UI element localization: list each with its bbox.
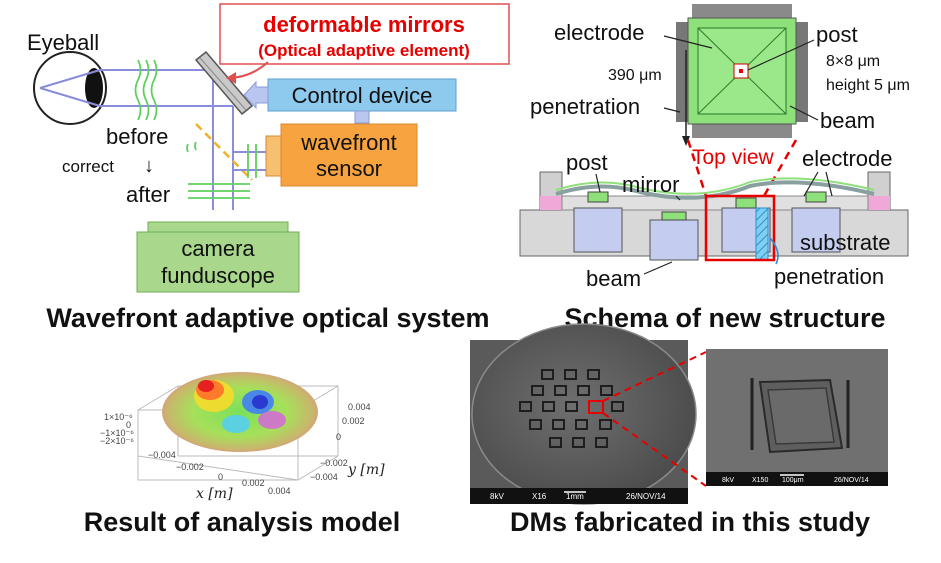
camera-top-block [147, 221, 289, 233]
caption-optical-system: Wavefront adaptive optical system [46, 303, 489, 333]
mirror-side-label: mirror [622, 172, 679, 197]
panel-sem: 8kV X16 1mm 26/NOV/14 8kV X150 100μm 26/… [470, 323, 888, 537]
sensor-label-1: wavefront [300, 130, 396, 155]
sensor-beam [233, 151, 266, 171]
control-device-box [267, 78, 457, 112]
sem-left-infobar [470, 488, 688, 504]
caption-analysis-model: Result of analysis model [84, 507, 401, 537]
panel-analysis-model: 1×10⁻⁶ 0 −1×10⁻⁶ −2×10⁻⁶ −0.004 −0.002 0… [84, 372, 401, 537]
dim-390-label: 390 μm [608, 67, 662, 84]
sensor-to-control-arrow [354, 110, 370, 124]
y-axis-label: y [m] [347, 462, 385, 478]
camera-label-1: camera [181, 236, 255, 261]
electrode-side-leader-1 [803, 171, 819, 197]
sem-right-mag: X150 [752, 477, 768, 484]
sem-zoom-dash-bottom [602, 412, 707, 487]
top-view-label: Top view [692, 146, 775, 169]
camera-funduscope-box [136, 231, 300, 293]
y-tick-5: 0.004 [348, 402, 371, 412]
after-label: after [126, 182, 170, 207]
sem-right-kv: 8kV [722, 477, 734, 484]
sem-wafer-disk [471, 323, 697, 505]
x-tick-5: 0.004 [268, 486, 291, 496]
y-tick-3: 0 [336, 432, 341, 442]
electrode-side-label: electrode [802, 146, 893, 171]
sem-zoom-box [588, 400, 604, 414]
camera-label-2: funduscope [161, 263, 275, 288]
before-label: before [106, 124, 168, 149]
x-tick-3: 0 [218, 472, 223, 482]
dm-title: deformable mirrors [263, 12, 465, 37]
panel-optical-system: Eyeball deformable mirrors (Optical adap… [27, 3, 510, 333]
post-top-label: post [816, 22, 858, 47]
electrode-top-leader [663, 35, 713, 49]
eyeball-icon [33, 51, 107, 125]
mirror-side-leader [675, 195, 681, 201]
cross-section [519, 171, 909, 261]
top-view-highlight-box [704, 194, 776, 262]
penetration-side-label: penetration [774, 264, 884, 289]
control-device-label: Control device [292, 83, 433, 108]
top-view-dash-right [762, 139, 798, 197]
sem-single-mirror [750, 378, 850, 454]
post-height-label: height 5 μm [826, 77, 910, 94]
sem-right-infobar [706, 472, 888, 486]
x-tick-2: −0.002 [176, 462, 204, 472]
sensor-side-block [265, 135, 283, 177]
penetration-top-leader [663, 107, 681, 113]
y-tick-1: −0.004 [310, 472, 338, 482]
z-tick-2: 0 [126, 420, 131, 430]
post-top-leader [747, 39, 815, 71]
substrate-label: substrate [800, 230, 891, 255]
top-view-device [676, 4, 808, 138]
post-size-label: 8×8 μm [826, 53, 880, 70]
sensor-label-2: sensor [316, 156, 382, 181]
deformation-surface [162, 372, 318, 452]
electrode-side-leader-2 [825, 171, 833, 197]
optical-beam-path [100, 69, 234, 210]
dm-subtitle: (Optical adaptive element) [258, 41, 470, 60]
z-tick-3: −1×10⁻⁶ [100, 428, 134, 438]
z-tick-4: −2×10⁻⁶ [100, 436, 134, 446]
penetration-top-label: penetration [530, 94, 640, 119]
z-tick-1: 1×10⁻⁶ [104, 412, 133, 422]
beam-top-label: beam [820, 108, 875, 133]
control-arrow [243, 80, 269, 110]
sensor-wavefront [247, 144, 257, 178]
dm-callout-box [219, 3, 510, 65]
sem-left-scale: 1mm [566, 492, 584, 501]
caption-sem: DMs fabricated in this study [510, 507, 870, 537]
beam-side-label: beam [586, 266, 641, 291]
sem-left-kv: 8kV [490, 492, 504, 501]
post-side-leader [595, 173, 601, 193]
electrode-top-label: electrode [554, 20, 645, 45]
beam-side-leader [643, 261, 673, 275]
y-tick-2: −0.002 [320, 458, 348, 468]
wavefront-sensor-box [280, 123, 418, 187]
deformable-mirror-icon [194, 50, 254, 116]
x-tick-4: 0.002 [242, 478, 265, 488]
y-tick-4: 0.002 [342, 416, 365, 426]
correct-label: correct [62, 157, 114, 176]
eyeball-label: Eyeball [27, 30, 99, 55]
top-view-dash-left [686, 139, 708, 197]
sem-right-date: 26/NOV/14 [834, 477, 869, 484]
sem-right-scale: 100μm [782, 477, 804, 484]
correct-arrow: ↓ [144, 155, 154, 177]
wavefront-lines [134, 59, 197, 153]
beam-top-leader [789, 105, 819, 121]
sem-left-date: 26/NOV/14 [626, 492, 666, 501]
sem-left-mag: X16 [532, 492, 547, 501]
panel-structure: electrode post 8×8 μm height 5 μm 390 μm… [519, 4, 910, 333]
flat-wavefront [188, 183, 250, 199]
penetration-side-leader [769, 237, 779, 265]
x-axis-label: x [m] [196, 486, 233, 502]
x-tick-1: −0.004 [148, 450, 176, 460]
post-side-label: post [566, 150, 608, 175]
sem-mirror-array [519, 369, 624, 448]
